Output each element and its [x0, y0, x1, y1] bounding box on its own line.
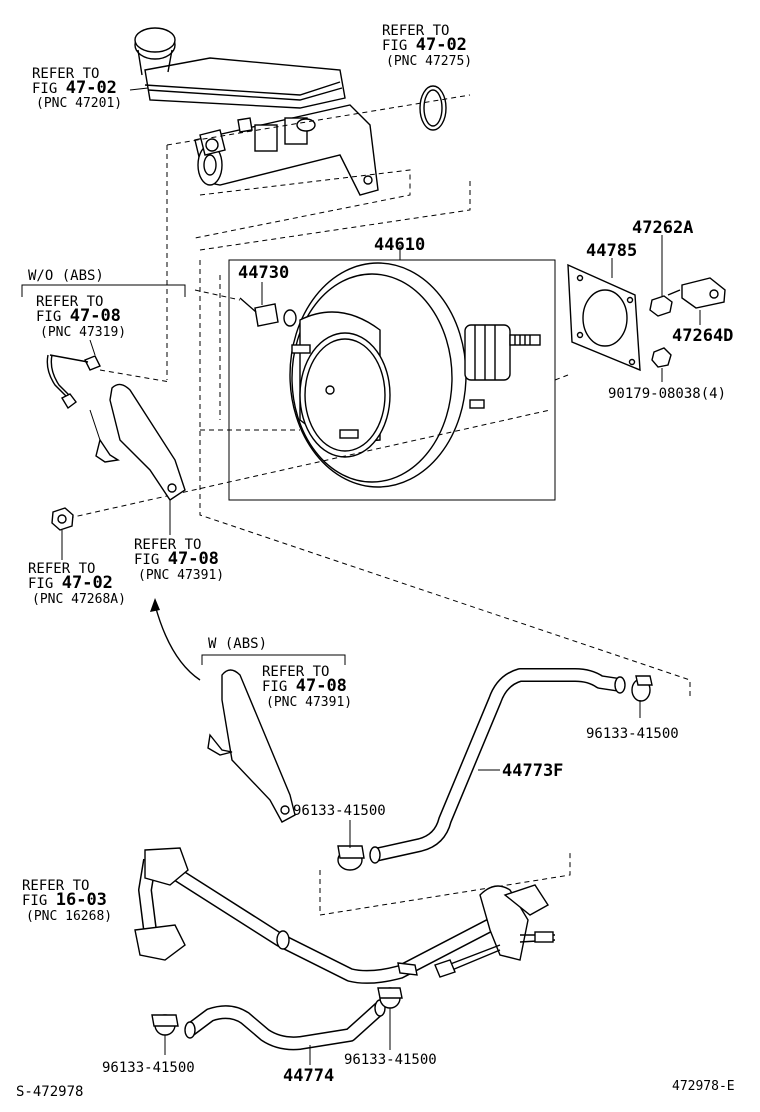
footer-illustration-code: 472978-E [672, 1079, 735, 1094]
clevis-nut-drawing [649, 235, 726, 325]
ref-pnc: (PNC 47275) [386, 54, 472, 69]
ref-pnc: (PNC 47201) [36, 96, 122, 111]
brake-booster-drawing [289, 262, 541, 488]
ref-pnc: (PNC 47391) [266, 695, 352, 710]
w-abs-bracket-drawing [207, 669, 296, 823]
ref-line1: REFER TO [22, 878, 89, 894]
ref-note-47275: REFER TO FIG 47-02 (PNC 47275) [382, 23, 472, 69]
part-label-90179-08038: 90179-08038(4) [608, 386, 726, 402]
part-label-47262a: 47262A [632, 218, 693, 238]
ref-fig-number: 47-08 [70, 306, 121, 326]
part-label-44785: 44785 [586, 241, 637, 261]
ref-line1: REFER TO [382, 23, 449, 39]
hose-clip-lower-right-drawing [377, 987, 403, 1009]
svg-text:FIG 47-08: FIG 47-08 [36, 306, 121, 326]
check-valve-drawing [239, 297, 297, 327]
ref-pnc: (PNC 47268A) [32, 592, 126, 607]
ref-line1: REFER TO [32, 66, 99, 82]
vacuum-hose-44774-drawing [184, 999, 386, 1051]
ref-fig-number: 47-02 [62, 573, 113, 593]
part-label-44730: 44730 [238, 263, 289, 283]
ref-line1: REFER TO [28, 561, 95, 577]
part-label-96133-41500-lower-left: 96133-41500 [102, 1060, 195, 1076]
svg-text:FIG 47-02: FIG 47-02 [382, 35, 467, 55]
ref-fig-number: 47-08 [168, 549, 219, 569]
ref-fig-number: 16-03 [56, 890, 107, 910]
part-label-44773f: 44773F [502, 761, 563, 781]
ref-pnc: (PNC 16268) [26, 909, 112, 924]
ref-line1: REFER TO [36, 294, 103, 310]
part-label-47264d: 47264D [672, 326, 733, 346]
svg-text:FIG 47-02: FIG 47-02 [28, 573, 113, 593]
svg-text:FIG 47-08: FIG 47-08 [134, 549, 219, 569]
ref-fig-word: FIG [22, 893, 47, 909]
part-label-96133-41500-lower-right: 96133-41500 [344, 1052, 437, 1068]
ref-note-47391-b: REFER TO FIG 47-08 (PNC 47391) [262, 664, 352, 710]
ref-note-47319: REFER TO FIG 47-08 (PNC 47319) [36, 294, 126, 340]
ref-fig-number: 47-08 [296, 676, 347, 696]
svg-text:FIG 16-03: FIG 16-03 [22, 890, 107, 910]
o-ring [419, 85, 447, 131]
footer-figure-code: S-472978 [16, 1084, 83, 1100]
ref-fig-word: FIG [28, 576, 53, 592]
ref-note-16268: REFER TO FIG 16-03 (PNC 16268) [22, 878, 112, 924]
ref-pnc: (PNC 47391) [138, 568, 224, 583]
part-label-44774: 44774 [283, 1066, 334, 1086]
ref-note-47201: REFER TO FIG 47-02 (PNC 47201) [32, 66, 122, 111]
group-label-wo-abs: W/O (ABS) [28, 268, 104, 284]
ref-fig-word: FIG [32, 81, 57, 97]
ref-fig-word: FIG [134, 552, 159, 568]
ref-fig-number: 47-02 [66, 78, 117, 98]
svg-text:FIG 47-08: FIG 47-08 [262, 676, 347, 696]
group-label-w-abs: W (ABS) [208, 636, 267, 652]
wo-abs-bracket-drawing [46, 354, 186, 501]
gasket-drawing [567, 263, 641, 372]
part-label-44610: 44610 [374, 235, 425, 255]
part-label-96133-41500-mid: 96133-41500 [293, 803, 386, 819]
master-cylinder-drawing [134, 27, 379, 196]
ref-note-47391-a: REFER TO FIG 47-08 (PNC 47391) [134, 537, 224, 583]
ref-fig-word: FIG [382, 38, 407, 54]
part-label-96133-41500-upper: 96133-41500 [586, 726, 679, 742]
ref-note-47268a: REFER TO FIG 47-02 (PNC 47268A) [28, 561, 126, 607]
ref-line1: REFER TO [262, 664, 329, 680]
hose-clip-upper-drawing [631, 675, 653, 702]
ref-line1: REFER TO [134, 537, 201, 553]
ref-fig-word: FIG [36, 309, 61, 325]
hose-clip-lower-left-drawing [151, 1014, 179, 1036]
hose-clip-mid-drawing [337, 845, 365, 871]
ref-fig-word: FIG [262, 679, 287, 695]
ref-fig-number: 47-02 [416, 35, 467, 55]
vacuum-hose-44773f-drawing [369, 668, 626, 864]
ref-pnc: (PNC 47319) [40, 325, 126, 340]
svg-text:FIG 47-02: FIG 47-02 [32, 78, 117, 98]
intake-pipe-drawing [134, 847, 556, 984]
